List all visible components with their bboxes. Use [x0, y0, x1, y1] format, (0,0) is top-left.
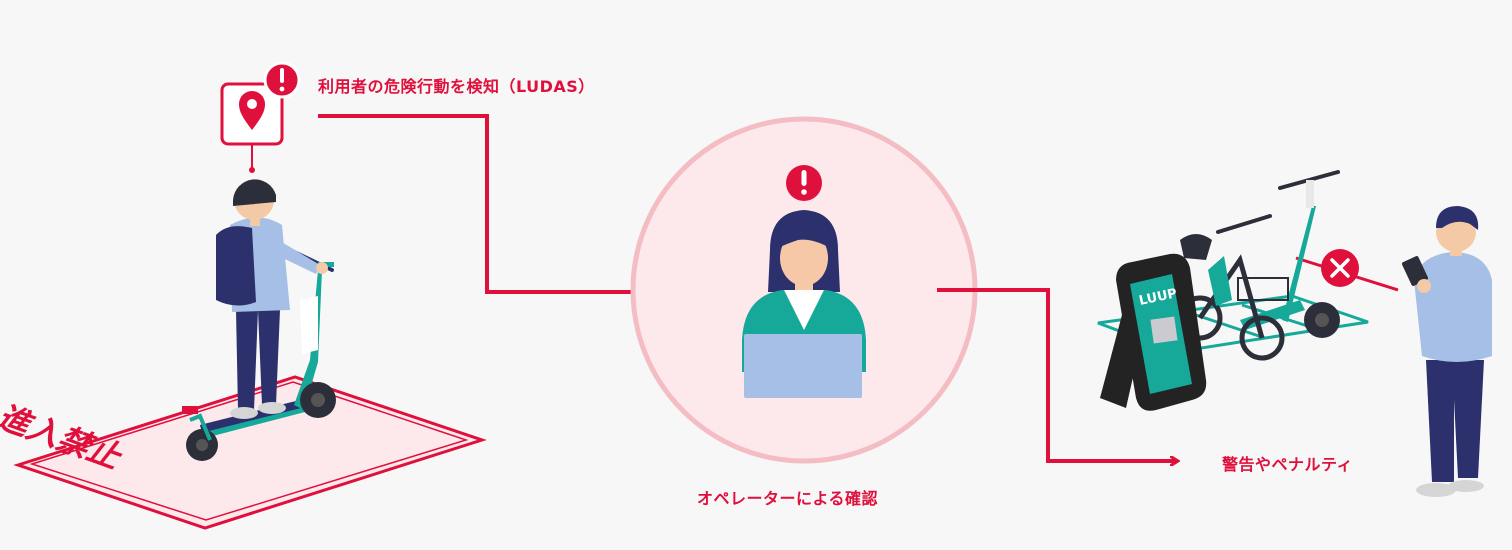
- user-with-phone-illustration: [1402, 206, 1492, 497]
- step-label-penalty: 警告やペナルティ: [1222, 455, 1354, 474]
- x-mark-icon: [1321, 249, 1359, 287]
- exclamation-icon: [263, 61, 301, 99]
- step-label-detect: 利用者の危険行動を検知（LUDAS）: [318, 77, 595, 96]
- flow-arrow-operator-to-penalty: [937, 288, 1177, 461]
- exclamation-icon: [786, 165, 822, 201]
- parking-port-scene: LUUP: [1097, 170, 1399, 411]
- step-label-operator: オペレーターによる確認: [697, 489, 879, 508]
- flow-arrow-detect-to-operator: [318, 114, 684, 292]
- location-pin-icon: [220, 82, 284, 173]
- rider-illustration: [182, 179, 336, 461]
- operator-illustration: [742, 210, 866, 398]
